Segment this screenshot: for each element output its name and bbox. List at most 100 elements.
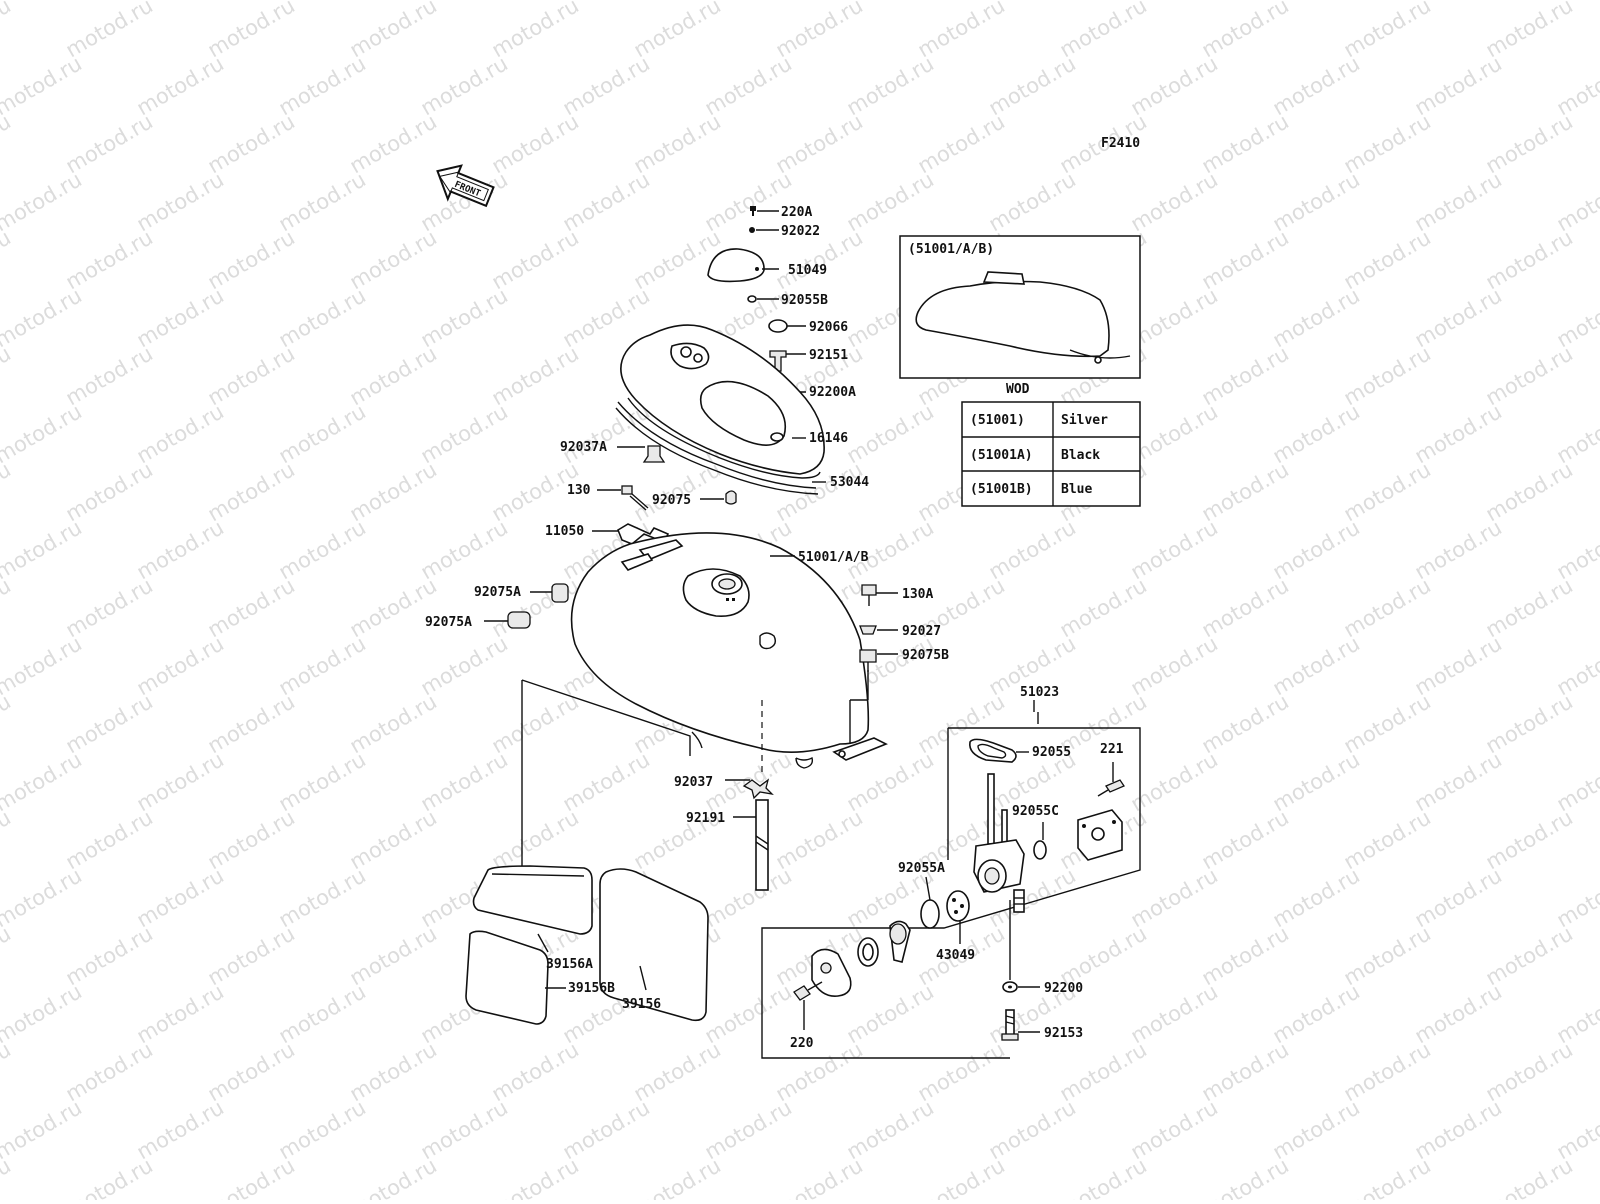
watermark-text: motod.ru bbox=[488, 225, 583, 294]
label-16146: 16146 bbox=[809, 431, 848, 446]
watermark-text: motod.ru bbox=[559, 1095, 654, 1164]
watermark-text: motod.ru bbox=[0, 283, 86, 352]
watermark-text: motod.ru bbox=[1127, 747, 1222, 816]
fuel-tank-51001-icon bbox=[572, 533, 886, 768]
watermark-text: motod.ru bbox=[133, 747, 228, 816]
screw-220A-icon bbox=[750, 206, 756, 216]
bolt-130A-icon bbox=[862, 585, 876, 606]
label-221: 221 bbox=[1100, 742, 1124, 757]
watermark-text: motod.ru bbox=[0, 689, 15, 758]
plate-icon bbox=[812, 949, 851, 996]
watermark-text: motod.ru bbox=[417, 747, 512, 816]
watermark-text: motod.ru bbox=[0, 1095, 86, 1164]
watermark-text: motod.ru bbox=[701, 863, 796, 932]
watermark-text: motod.ru bbox=[204, 805, 299, 874]
watermark-text: motod.ru bbox=[1411, 631, 1506, 700]
watermark-text: motod.ru bbox=[1269, 631, 1364, 700]
watermark-text: motod.ru bbox=[62, 1037, 157, 1106]
watermark-text: motod.ru bbox=[0, 863, 86, 932]
watermark-text: motod.ru bbox=[204, 1037, 299, 1106]
watermark-text: motod.ru bbox=[62, 341, 157, 410]
watermark-text: motod.ru bbox=[843, 979, 938, 1048]
watermark-text: motod.ru bbox=[204, 0, 299, 62]
gasket-43049-icon bbox=[947, 891, 969, 921]
watermark-text: motod.ru bbox=[275, 515, 370, 584]
lever-icon bbox=[890, 921, 910, 962]
watermark-text: motod.ru bbox=[417, 399, 512, 468]
screw-221-icon bbox=[1098, 780, 1124, 796]
watermark-text: motod.ru bbox=[0, 805, 15, 874]
oring-92055A-icon bbox=[921, 900, 939, 928]
label-92153: 92153 bbox=[1044, 1026, 1083, 1041]
watermark-text: motod.ru bbox=[1482, 109, 1577, 178]
watermark-text: motod.ru bbox=[1198, 225, 1293, 294]
inset-caption: WOD bbox=[1006, 382, 1030, 397]
label-130A: 130A bbox=[902, 587, 933, 602]
inset-part-label: (51001/A/B) bbox=[908, 242, 994, 257]
watermark-text: motod.ru bbox=[62, 573, 157, 642]
watermark-text: motod.ru bbox=[559, 747, 654, 816]
watermark-text: motod.ru bbox=[1198, 457, 1293, 526]
watermark-text: motod.ru bbox=[1482, 225, 1577, 294]
hose-92191-icon bbox=[756, 800, 768, 890]
label-39156: 39156 bbox=[622, 997, 661, 1012]
label-92055: 92055 bbox=[1032, 745, 1071, 760]
watermark-text: motod.ru bbox=[630, 109, 725, 178]
label-92037: 92037 bbox=[674, 775, 713, 790]
watermark-text: motod.ru bbox=[275, 979, 370, 1048]
label-92151: 92151 bbox=[809, 348, 848, 363]
watermark-text: motod.ru bbox=[133, 167, 228, 236]
label-51001AB: 51001/A/B bbox=[798, 550, 869, 565]
label-92075A-1: 92075A bbox=[474, 585, 521, 600]
watermark-text: motod.ru bbox=[772, 1153, 867, 1200]
label-92055A: 92055A bbox=[898, 861, 945, 876]
watermark-text: motod.ru bbox=[843, 747, 938, 816]
figure-code: F2410 bbox=[1101, 136, 1140, 151]
cover-plate-icon bbox=[1078, 810, 1122, 860]
watermark-text: motod.ru bbox=[1198, 1153, 1293, 1200]
label-220A: 220A bbox=[781, 205, 812, 220]
watermark-text: motod.ru bbox=[1411, 51, 1506, 120]
watermark-text: motod.ru bbox=[1340, 1037, 1435, 1106]
watermark-text: motod.ru bbox=[1269, 863, 1364, 932]
watermark-text: motod.ru bbox=[0, 225, 15, 294]
watermark-text: motod.ru bbox=[488, 341, 583, 410]
watermark-text: motod.ru bbox=[488, 109, 583, 178]
watermark-text: motod.ru bbox=[417, 515, 512, 584]
watermark-text: motod.ru bbox=[1269, 515, 1364, 584]
watermark-text: motod.ru bbox=[1553, 167, 1600, 236]
label-92200A: 92200A bbox=[809, 385, 856, 400]
watermark-text: motod.ru bbox=[1553, 515, 1600, 584]
watermark-text: motod.ru bbox=[1127, 1095, 1222, 1164]
watermark-text: motod.ru bbox=[1269, 167, 1364, 236]
watermark-text: motod.ru bbox=[0, 399, 86, 468]
watermark-text: motod.ru bbox=[1056, 573, 1151, 642]
watermark-text: motod.ru bbox=[204, 109, 299, 178]
watermark-text: motod.ru bbox=[1411, 167, 1506, 236]
watermark-text: motod.ru bbox=[1056, 0, 1151, 62]
watermark-text: motod.ru bbox=[1553, 747, 1600, 816]
watermark-text: motod.ru bbox=[417, 51, 512, 120]
watermark-text: motod.ru bbox=[0, 747, 86, 816]
watermark-text: motod.ru bbox=[346, 805, 441, 874]
watermark-text: motod.ru bbox=[1340, 109, 1435, 178]
watermark-text: motod.ru bbox=[630, 1153, 725, 1200]
label-51023: 51023 bbox=[1020, 685, 1059, 700]
watermark-text: motod.ru bbox=[0, 51, 86, 120]
pad-39156A-icon bbox=[474, 866, 593, 934]
watermark-text: motod.ru bbox=[772, 1037, 867, 1106]
watermark-text: motod.ru bbox=[985, 167, 1080, 236]
label-92027: 92027 bbox=[902, 624, 941, 639]
watermark-text: motod.ru bbox=[1411, 399, 1506, 468]
inset-box bbox=[900, 236, 1140, 378]
color-name-2: Black bbox=[1061, 448, 1100, 463]
watermark-text: motod.ru bbox=[417, 283, 512, 352]
washer-92022-icon bbox=[749, 227, 755, 233]
color-code-3: (51001B) bbox=[970, 482, 1033, 497]
watermark-text: motod.ru bbox=[275, 51, 370, 120]
watermark-text: motod.ru bbox=[914, 1153, 1009, 1200]
watermark-text: motod.ru bbox=[346, 1153, 441, 1200]
watermark-text: motod.ru bbox=[0, 515, 86, 584]
washer-92200-icon bbox=[1003, 982, 1017, 992]
